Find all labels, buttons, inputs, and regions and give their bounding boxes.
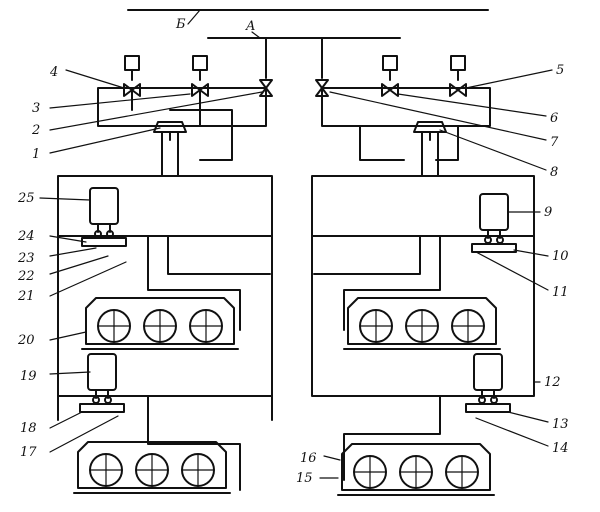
right-pump (413, 121, 447, 177)
label-2: 2 (31, 123, 40, 138)
label-line-a: A (245, 19, 255, 34)
right-upper-unit (343, 193, 517, 350)
supply-line-a (207, 37, 401, 79)
label-6: 6 (550, 111, 558, 126)
callout-labels: Б A 4 3 2 1 25 24 23 22 21 20 19 18 17 5… (17, 17, 569, 486)
label-21: 21 (17, 289, 35, 304)
right-lower-unit (337, 353, 511, 496)
label-5: 5 (556, 63, 564, 78)
label-22: 22 (17, 269, 35, 284)
leader-lines (39, 9, 553, 479)
left-lower-unit (57, 353, 273, 494)
label-15: 15 (296, 471, 313, 486)
label-18: 18 (20, 421, 37, 436)
label-19: 19 (20, 369, 37, 384)
label-24: 24 (17, 229, 35, 244)
left-pump (153, 121, 187, 177)
label-7: 7 (550, 135, 559, 150)
label-line-b: Б (175, 17, 186, 32)
label-3: 3 (32, 101, 40, 116)
label-16: 16 (300, 451, 317, 466)
label-12: 12 (544, 375, 561, 390)
label-4: 4 (49, 65, 58, 80)
label-20: 20 (17, 333, 35, 348)
label-9: 9 (544, 205, 552, 220)
left-valve-group (97, 55, 273, 161)
label-17: 17 (20, 445, 37, 460)
left-machine-frame (57, 175, 273, 397)
label-25: 25 (17, 191, 35, 206)
label-11: 11 (552, 285, 569, 300)
label-14: 14 (552, 441, 569, 456)
label-10: 10 (552, 249, 569, 264)
right-machine-frame (311, 175, 535, 397)
label-1: 1 (32, 147, 40, 162)
left-upper-unit (81, 187, 239, 350)
label-8: 8 (550, 165, 558, 180)
label-23: 23 (17, 251, 35, 266)
label-13: 13 (552, 417, 569, 432)
